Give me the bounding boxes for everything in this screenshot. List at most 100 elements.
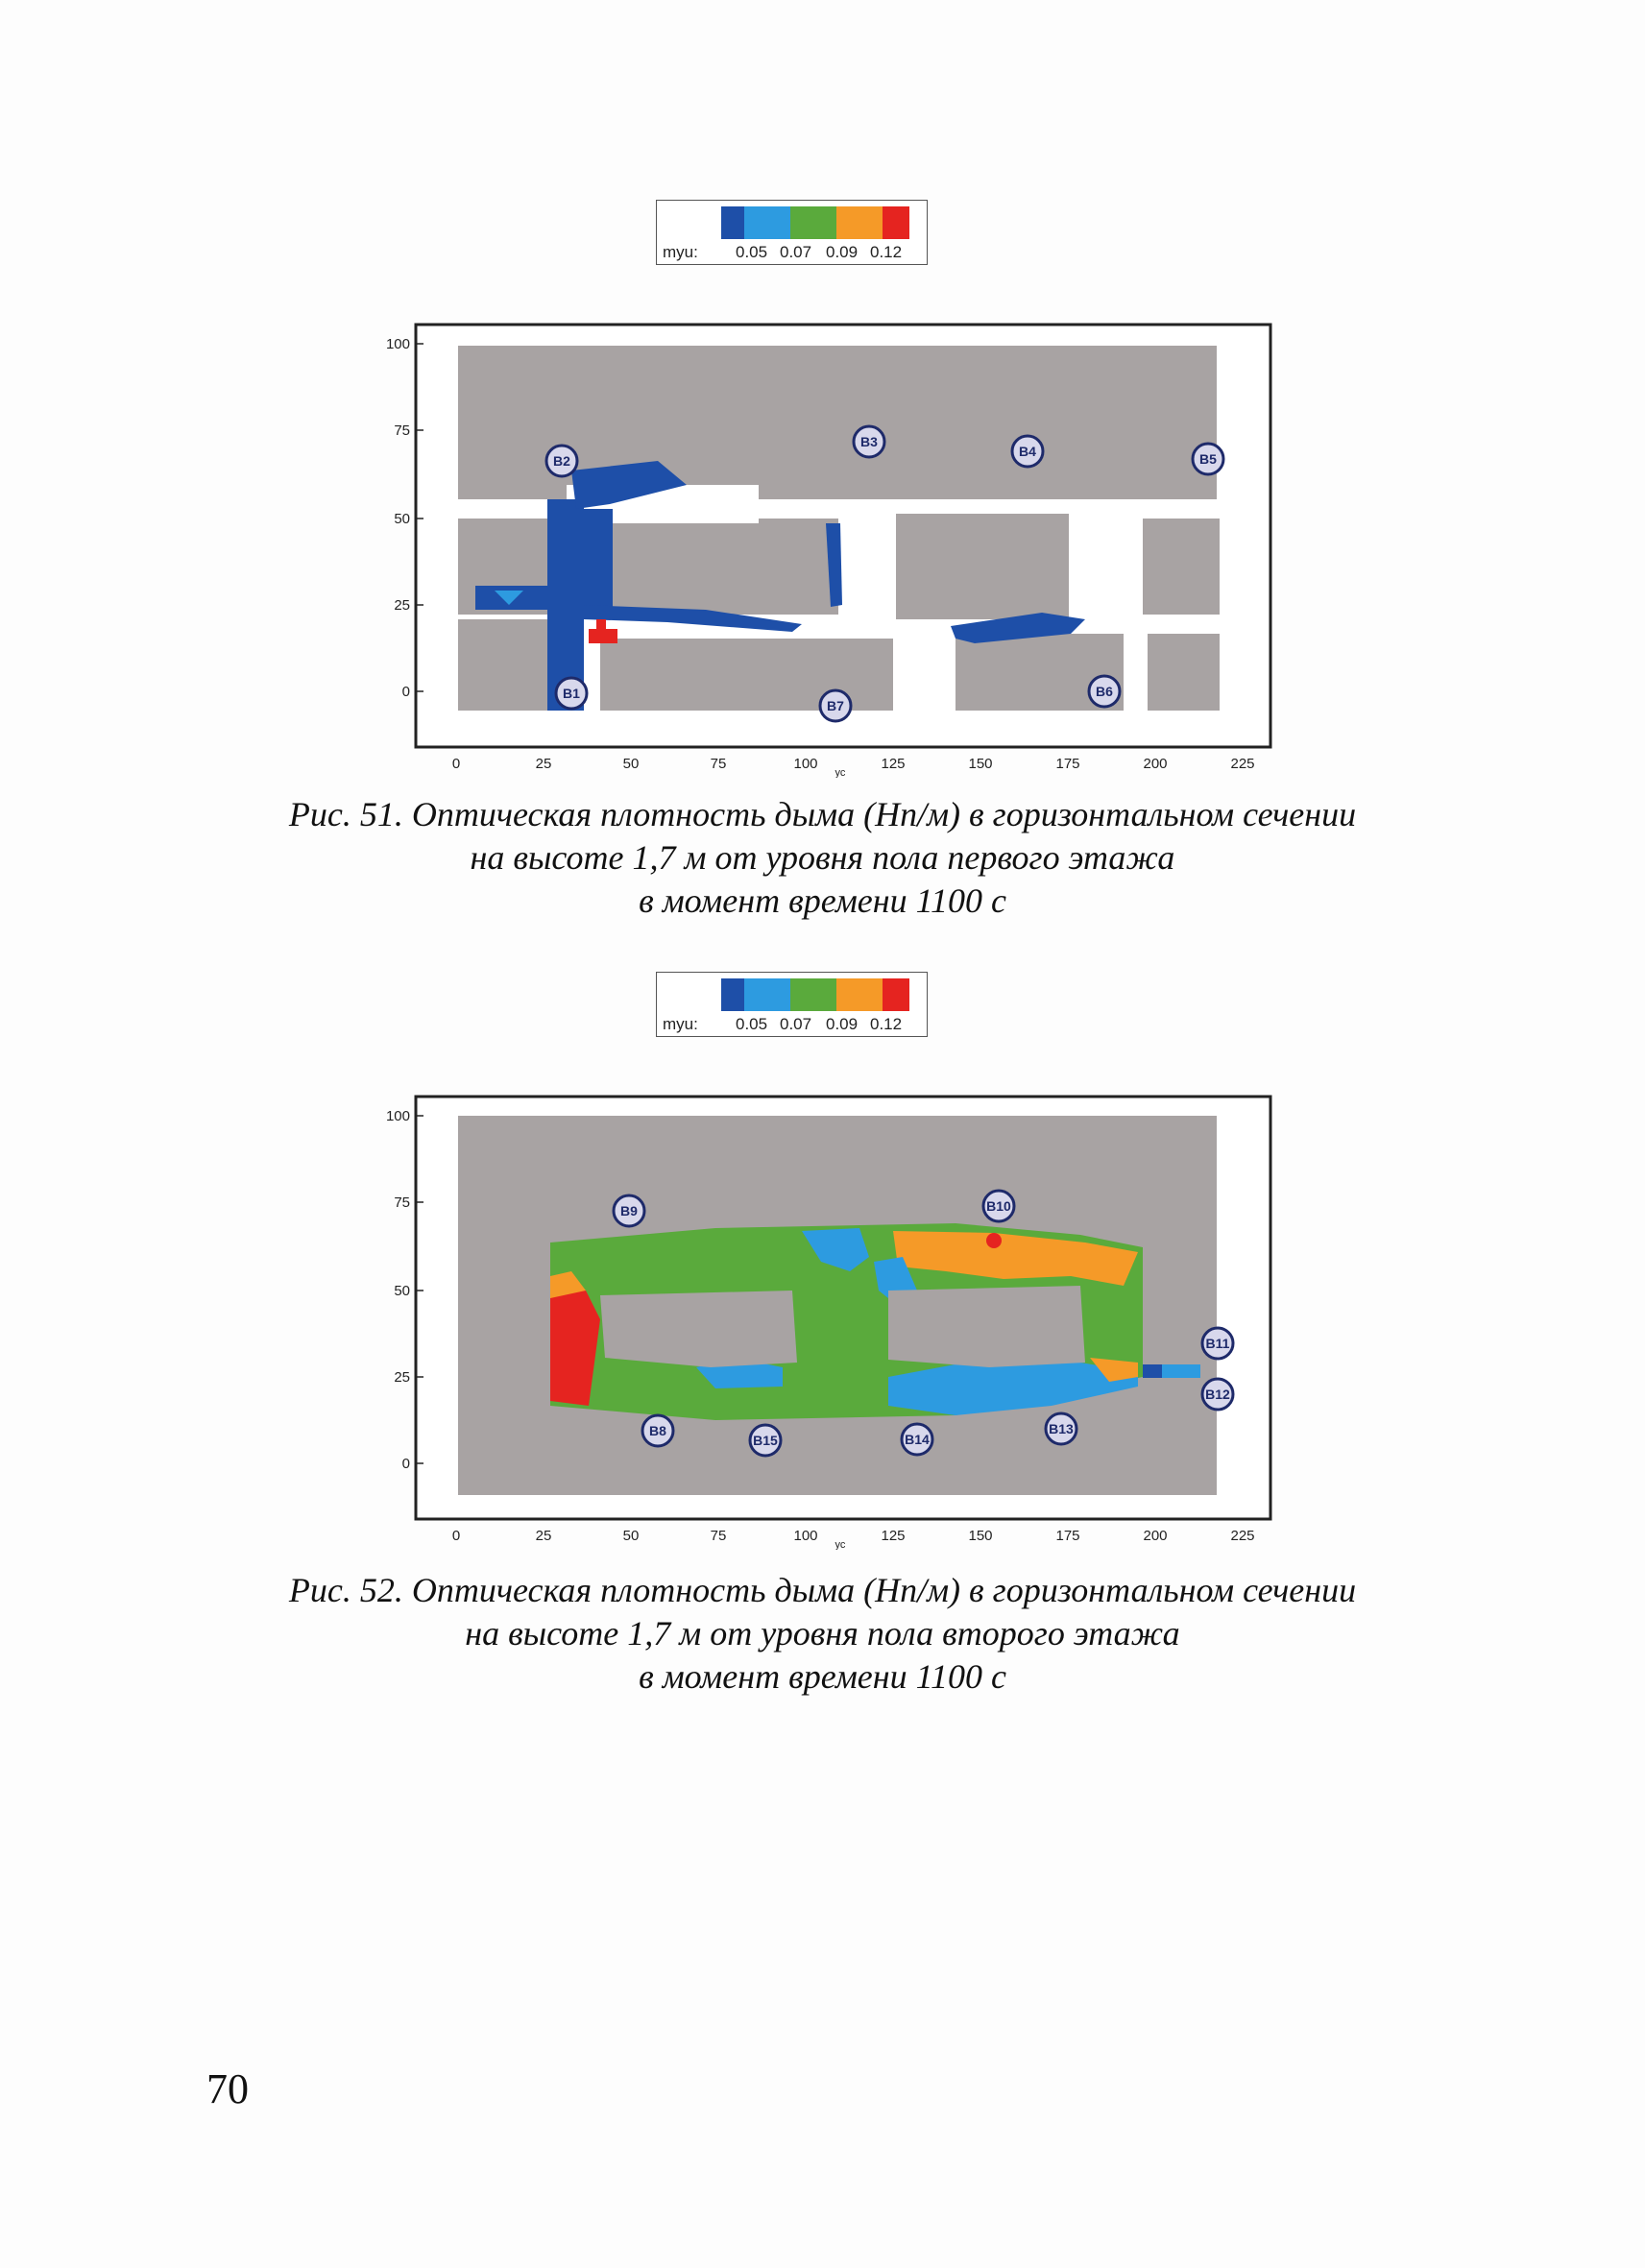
x-tick-label: 125	[881, 756, 905, 772]
marker-label: B11	[1206, 1336, 1230, 1351]
marker-b7: B7	[818, 688, 853, 723]
x-tick-label: 175	[1055, 756, 1079, 772]
legend-tick: 0.07	[780, 243, 812, 261]
marker-label: B3	[860, 434, 878, 449]
x-tick-label: 50	[623, 756, 640, 772]
marker-label: B7	[827, 698, 844, 713]
x-axis-label: ус	[835, 767, 846, 778]
y-tick-label: 100	[386, 336, 410, 352]
legend-fig51: myu: 0.05 0.07 0.09 0.12	[656, 200, 928, 265]
legend-label: myu:	[663, 243, 698, 261]
legend-swatch-4	[836, 978, 883, 1011]
legend-swatch-2	[744, 978, 790, 1011]
x-tick-label: 25	[536, 756, 552, 772]
marker-label: B2	[553, 453, 570, 469]
legend-swatch-1	[721, 206, 744, 239]
marker-b5: B5	[1191, 442, 1225, 476]
legend-tick: 0.09	[826, 1015, 859, 1033]
legend-fig52: myu: 0.05 0.07 0.09 0.12	[656, 972, 928, 1037]
legend-tick: 0.05	[736, 243, 768, 261]
y-tick-label: 0	[402, 1456, 410, 1472]
marker-label: B9	[620, 1203, 638, 1218]
wall-region	[600, 1291, 797, 1367]
marker-b13: B13	[1044, 1411, 1078, 1446]
marker-b11: B11	[1200, 1326, 1235, 1361]
x-tick-label: 225	[1230, 756, 1254, 772]
legend-swatch-5	[883, 978, 909, 1011]
smoke-zone	[584, 509, 613, 615]
smoke-zone	[951, 613, 1085, 643]
marker-label: B4	[1019, 444, 1036, 459]
smoke-zone	[826, 523, 842, 607]
y-tick-label: 50	[394, 511, 410, 527]
marker-label: B10	[986, 1198, 1011, 1214]
plot-fig51: 100 75 50 25 0 0 25 50 75 100 125 150 17…	[379, 317, 1282, 778]
y-axis-ticks	[416, 343, 423, 692]
x-tick-label: 225	[1230, 1528, 1254, 1544]
legend-tick: 0.12	[870, 1015, 903, 1033]
smoke-zone	[888, 1358, 1138, 1415]
marker-b10: B10	[981, 1189, 1016, 1223]
legend-swatch-2	[744, 206, 790, 239]
wall-region	[458, 346, 1217, 499]
smoke-zone	[1143, 1364, 1162, 1378]
marker-b9: B9	[612, 1194, 646, 1228]
x-tick-label: 200	[1143, 1528, 1167, 1544]
wall-region	[598, 519, 838, 615]
x-tick-label: 0	[452, 756, 460, 772]
smoke-zone	[893, 1231, 1138, 1286]
x-tick-label: 100	[793, 1528, 817, 1544]
legend-swatch-3	[790, 206, 836, 239]
marker-b8: B8	[641, 1413, 675, 1448]
caption-line: в момент времени 1100 с	[639, 1657, 1006, 1696]
y-tick-label: 50	[394, 1283, 410, 1299]
smoke-zone	[550, 1271, 586, 1298]
y-tick-label: 25	[394, 1369, 410, 1386]
legend-swatch-1	[721, 978, 744, 1011]
y-tick-label: 0	[402, 684, 410, 700]
y-axis-ticks	[416, 1115, 423, 1464]
plot-fig52: 100 75 50 25 0 0 25 50 75 100 125 150 17…	[379, 1089, 1282, 1550]
wall-region	[888, 1286, 1085, 1367]
x-tick-label: 150	[968, 1528, 992, 1544]
x-tick-label: 50	[623, 1528, 640, 1544]
marker-b14: B14	[900, 1422, 934, 1457]
caption-fig52: Рис. 52. Оптическая плотность дыма (Нп/м…	[0, 1569, 1645, 1699]
marker-label: B6	[1096, 684, 1113, 699]
legend-swatch-4	[836, 206, 883, 239]
y-tick-label: 75	[394, 422, 410, 439]
caption-line: на высоте 1,7 м от уровня пола второго э…	[465, 1614, 1180, 1653]
y-tick-label: 100	[386, 1108, 410, 1124]
smoke-zone	[584, 605, 802, 632]
marker-label: B15	[753, 1433, 778, 1448]
smoke-zone	[1090, 1358, 1138, 1382]
page-number: 70	[206, 2065, 249, 2112]
smoke-zone	[550, 1291, 600, 1406]
smoke-zone	[495, 591, 523, 605]
marker-b1: B1	[554, 676, 589, 711]
legend-swatch-3	[790, 978, 836, 1011]
marker-b15: B15	[748, 1423, 783, 1458]
x-tick-label: 0	[452, 1528, 460, 1544]
smoke-zone	[802, 1228, 869, 1271]
x-tick-label: 75	[711, 1528, 727, 1544]
x-tick-label: 150	[968, 756, 992, 772]
y-tick-label: 25	[394, 597, 410, 614]
x-tick-label: 200	[1143, 756, 1167, 772]
wall-region	[1143, 519, 1220, 615]
smoke-zone	[571, 461, 687, 509]
marker-label: B14	[905, 1432, 930, 1447]
smoke-zone	[596, 619, 606, 631]
wall-region	[458, 619, 564, 711]
x-axis-label: ус	[835, 1539, 846, 1550]
legend-swatch-5	[883, 206, 909, 239]
legend-tick: 0.05	[736, 1015, 768, 1033]
marker-b12: B12	[1200, 1377, 1235, 1411]
caption-line: в момент времени 1100 с	[639, 881, 1006, 920]
marker-b4: B4	[1010, 434, 1045, 469]
x-tick-label: 125	[881, 1528, 905, 1544]
marker-b3: B3	[852, 424, 886, 459]
legend-label: myu:	[663, 1015, 698, 1033]
smoke-zone	[986, 1233, 1002, 1248]
smoke-zone	[475, 586, 571, 610]
